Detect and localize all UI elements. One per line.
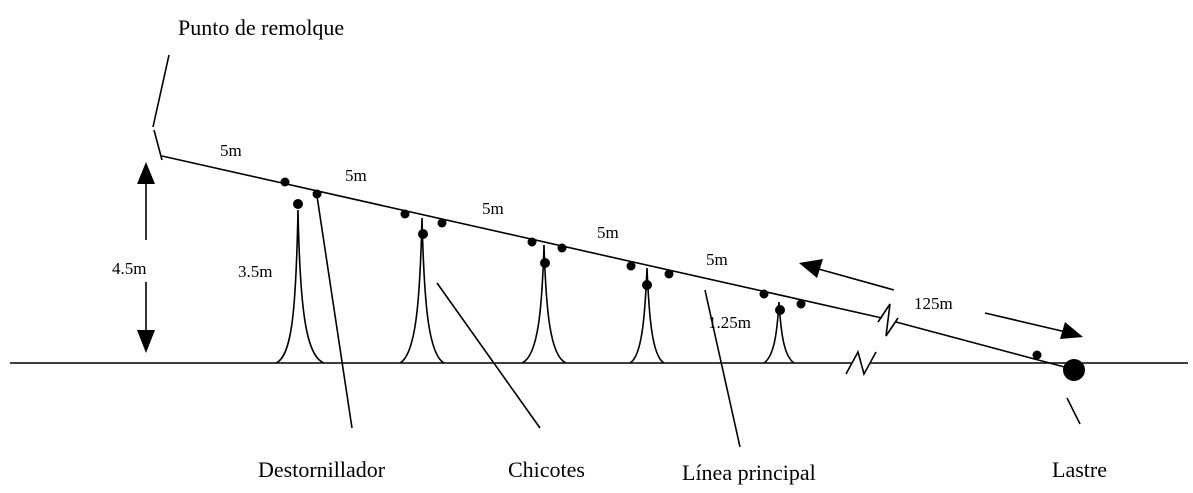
snood-top-dot	[540, 258, 550, 268]
segment-1-label: 5m	[220, 141, 242, 160]
clip-dot	[280, 177, 290, 187]
clip-dot	[796, 299, 806, 309]
clip-dot	[557, 243, 567, 253]
clip-dot	[1032, 350, 1042, 360]
main-line-break-mark	[877, 303, 899, 337]
snood-top-dot	[775, 305, 785, 315]
clip-dot	[527, 237, 537, 247]
snood-last-length-label: 1.25m	[708, 313, 751, 332]
ballast-pointer	[1066, 397, 1081, 425]
segment-3-label: 5m	[482, 199, 504, 218]
clip-dot	[664, 269, 674, 279]
snoods-label: Chicotes	[508, 457, 585, 482]
snood-4	[629, 267, 665, 364]
snood-first-length-label: 3.5m	[238, 262, 272, 281]
tail-arrow-shaft-left	[814, 267, 895, 291]
snood-top-dot	[293, 199, 303, 209]
height-label: 4.5m	[112, 259, 146, 278]
clip-dot	[312, 189, 322, 199]
snood-top-dot	[642, 280, 652, 290]
main-line-pointer	[704, 289, 741, 448]
main-line-tail	[895, 321, 1073, 370]
segment-5-label: 5m	[706, 250, 728, 269]
segment-2-label: 5m	[345, 166, 367, 185]
main-line-segment	[161, 155, 883, 319]
snood-2	[399, 217, 445, 364]
tail-arrow-head-right	[1060, 322, 1083, 339]
snood-3	[521, 244, 567, 364]
tow-point-pointer	[152, 54, 170, 128]
screwdriver-pointer	[316, 195, 353, 429]
clip-dot	[437, 218, 447, 228]
clip-dot	[626, 261, 636, 271]
tow-point-tick	[153, 129, 163, 161]
clip-dot	[400, 209, 410, 219]
tail-arrow-shaft-right	[984, 312, 1067, 333]
screwdriver-label: Destornillador	[258, 457, 386, 482]
snoods-pointer	[436, 282, 541, 429]
ballast-weight	[1063, 359, 1085, 381]
tail-arrow-head-left	[799, 259, 823, 278]
tail-length-label: 125m	[914, 294, 953, 313]
ground-break-mark	[845, 349, 877, 377]
segment-4-label: 5m	[597, 223, 619, 242]
snood-top-dot	[418, 229, 428, 239]
tow-point-label: Punto de remolque	[178, 15, 344, 40]
main-line-label: Línea principal	[682, 460, 816, 485]
ballast-label: Lastre	[1052, 457, 1107, 482]
height-arrow-head-up	[137, 162, 155, 184]
snood-1	[275, 209, 325, 364]
clip-dot	[759, 289, 769, 299]
height-arrow-head-down	[137, 330, 155, 353]
snood-5	[763, 301, 795, 364]
